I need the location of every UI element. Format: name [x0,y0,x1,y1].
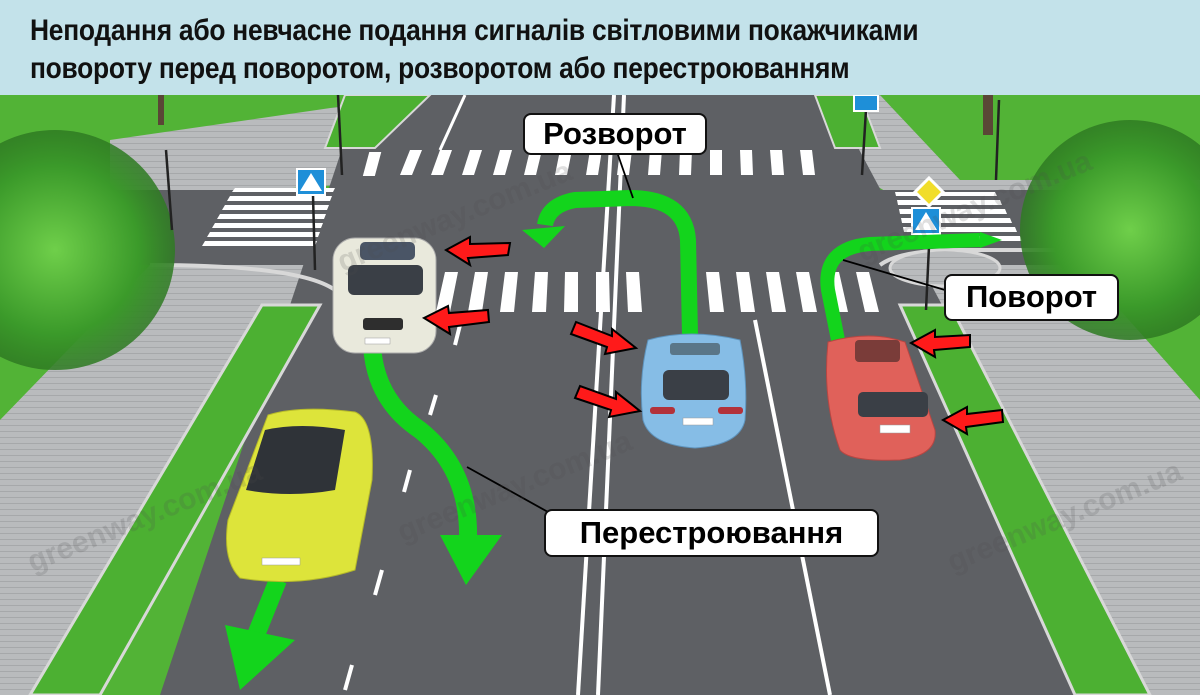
u-turn-arrowhead [522,226,565,248]
yellow-hatchback [226,408,373,583]
crosswalk-top [362,152,382,176]
red-suv [826,335,936,461]
tree-trunk-top-right [983,95,993,135]
main-road-sign-right [911,175,946,311]
lane-change-callout: Перестроювання [544,509,879,557]
turn-path-arrow [820,233,981,342]
title-line-2: повороту перед поворотом, розворотом або… [30,52,850,85]
road-scene [0,95,1200,695]
u-turn-leader-line [616,151,634,199]
tree-trunk-top-left [158,95,164,125]
left-grass-strip [28,303,323,695]
pedestrian-crossing-sign-left [296,168,326,271]
far-lane-line-left [438,95,467,151]
top-right-sidewalk [820,95,1200,200]
title-line-1: Неподання або невчасне подання сигналів … [30,14,919,47]
pedestrian-crossing-sign-top-right [853,95,879,176]
straight-path-arrow [247,576,287,639]
left-dashed-line [343,324,462,691]
lane-change-leader-line [466,466,549,513]
signal-arrow-red-front [908,328,971,359]
corner-curb-left [149,263,337,292]
u-turn-callout: Розворот [523,113,707,155]
sign-post-top-left [164,149,174,231]
straight-arrowhead [225,625,295,690]
lane-change-path-arrow [363,344,478,541]
signal-arrow-red-rear [940,405,1005,436]
u-turn-path-arrow [537,189,698,336]
signal-arrow-white-suv-mirror [444,235,512,268]
top-left-grass [323,95,432,149]
right-grass-strip [897,303,1152,695]
signal-arrow-blue-rear [573,384,643,419]
crosswalk-middle [436,272,879,312]
lane-change-arrowhead [440,535,502,585]
tree-left [0,130,175,370]
signal-arrow-white-suv-headlight [421,304,491,336]
signal-arrow-blue-front [569,320,639,356]
sign-post-right [994,99,1001,181]
right-lane-line [753,319,832,695]
crosswalk-left [202,188,335,246]
title-bar: Неподання або невчасне подання сигналів … [0,0,1200,95]
turn-arrowhead [980,232,1002,248]
turn-leader-line [842,259,946,291]
sign-post-top-center [336,95,344,176]
white-suv [332,237,437,354]
signal-arrows [421,235,1005,436]
crosswalk-top-stripes [400,150,815,175]
blue-sedan [640,333,747,449]
turn-callout: Поворот [944,274,1119,321]
